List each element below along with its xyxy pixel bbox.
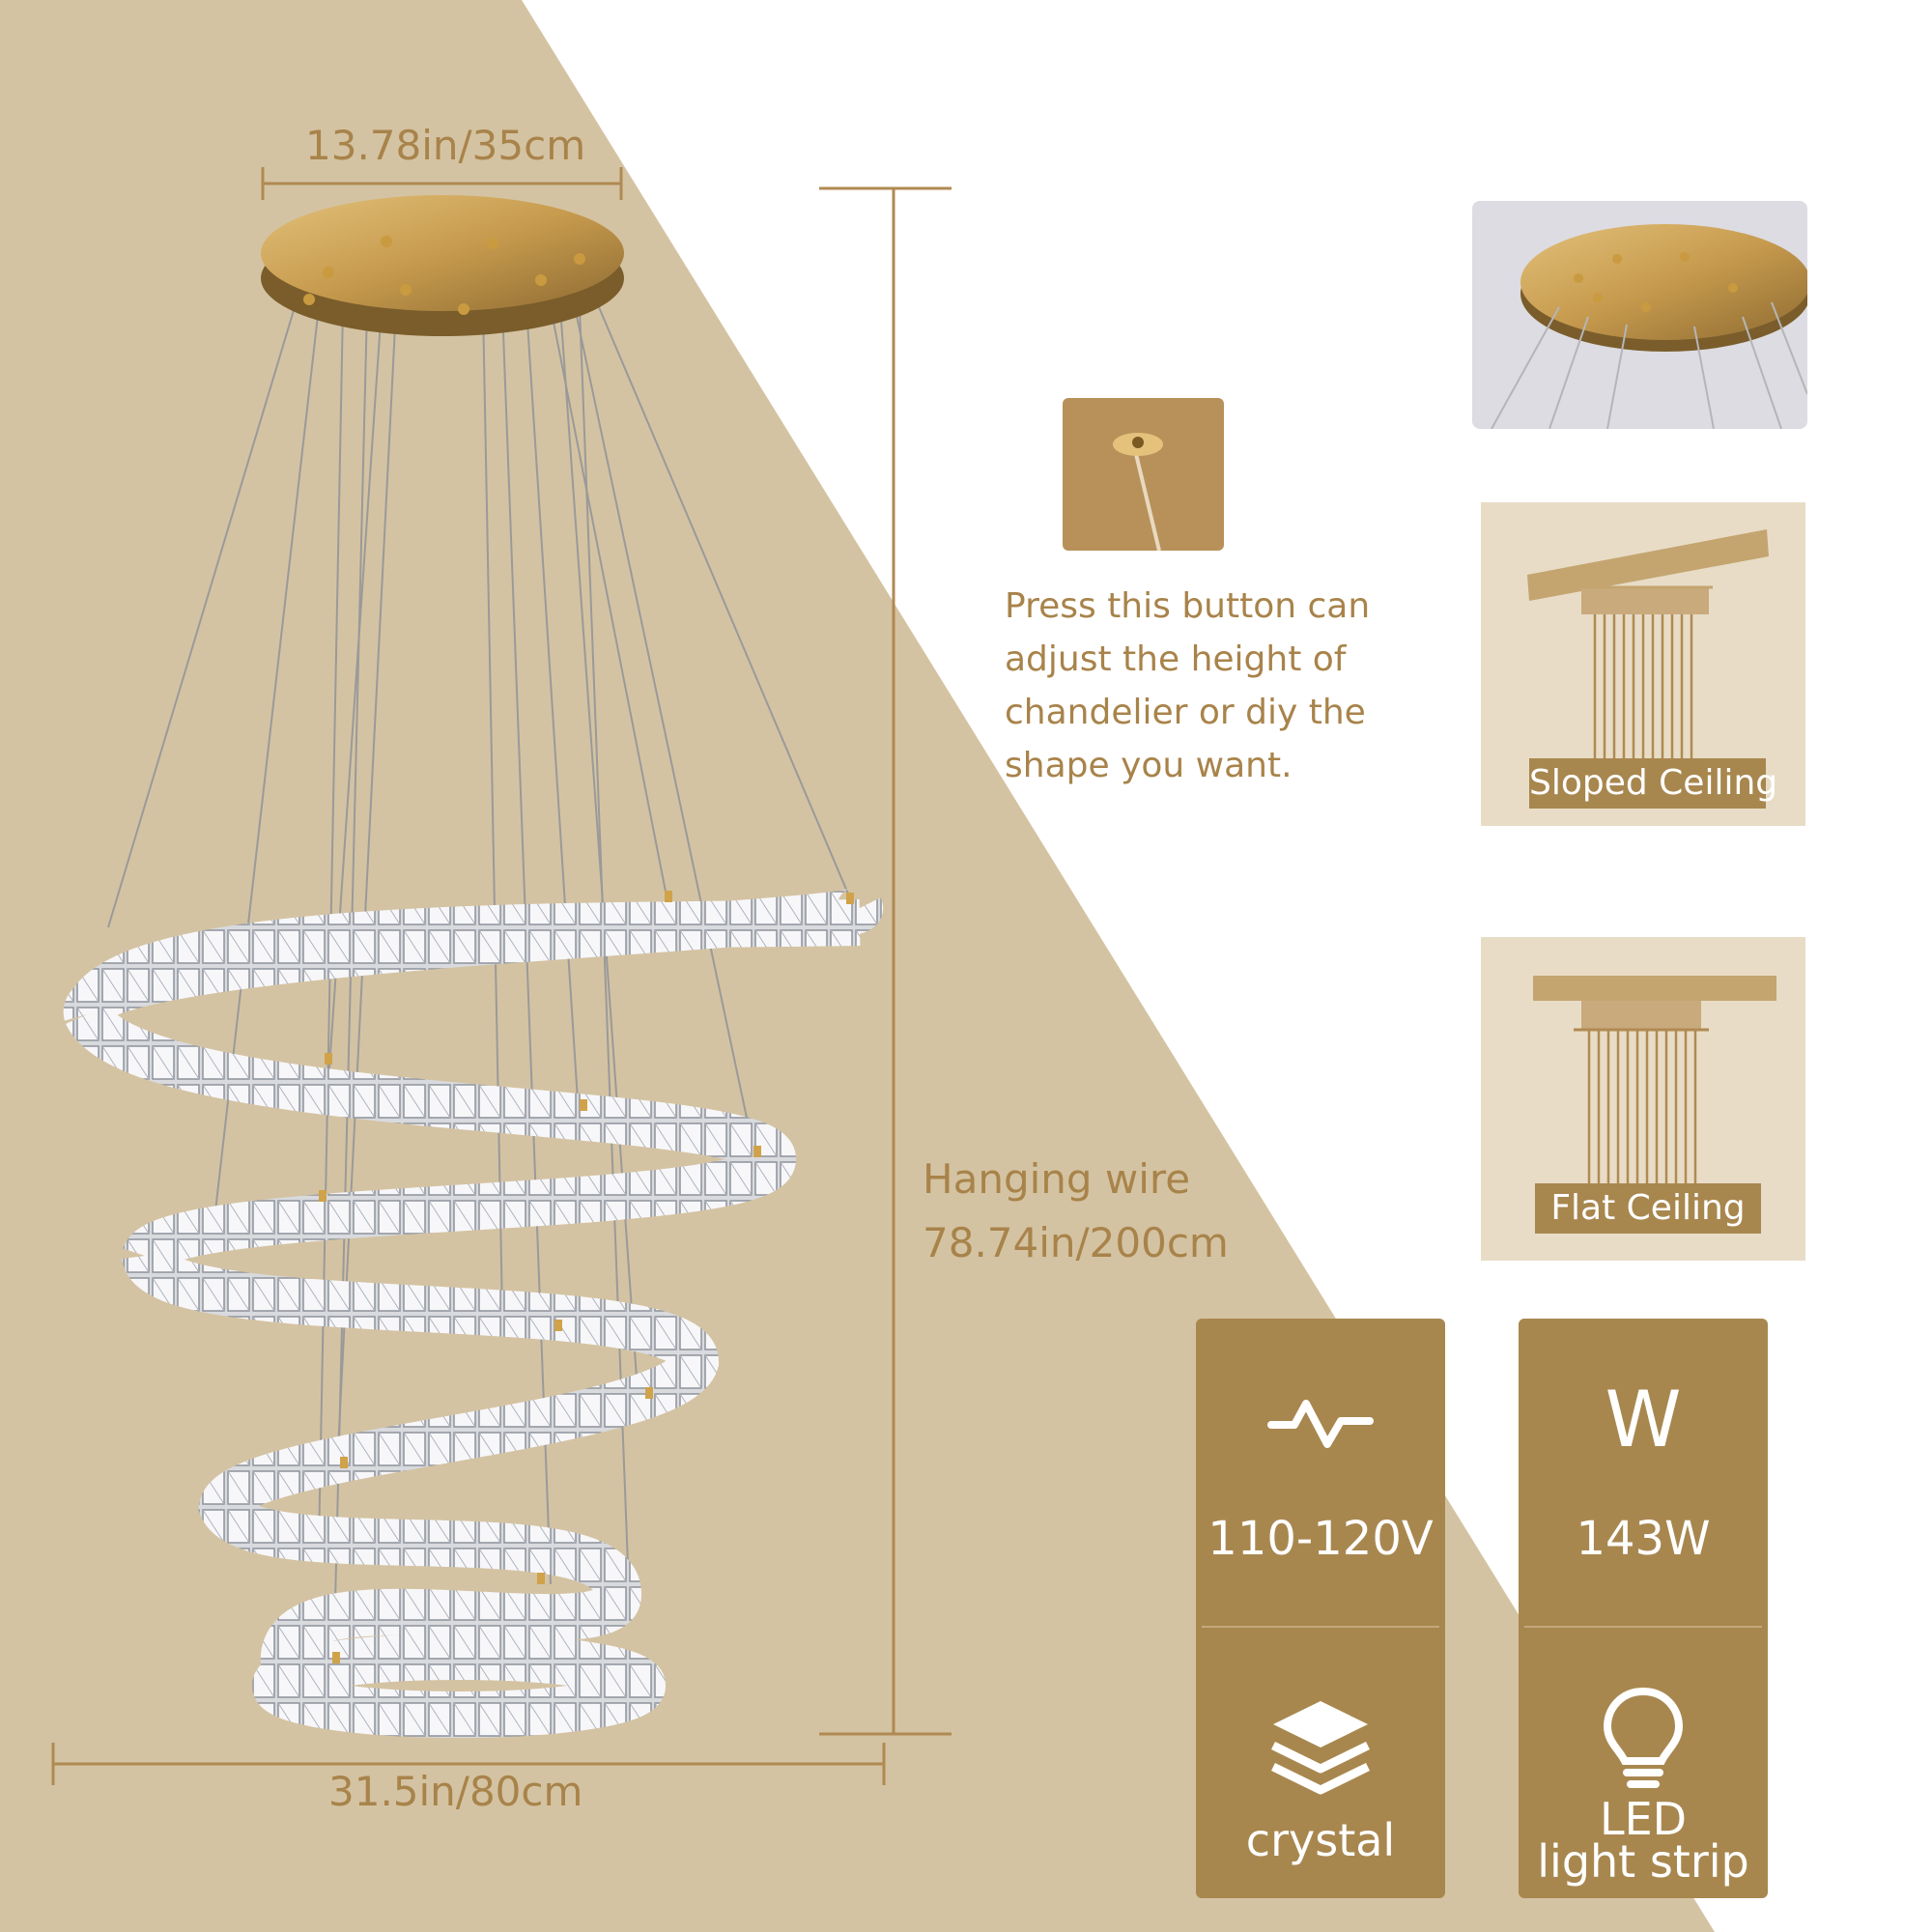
- led-label-line2: light strip: [1537, 1835, 1749, 1888]
- hanging-wire-label: Hanging wire 78.74in/200cm: [923, 1148, 1229, 1275]
- led-label-line1: LED: [1599, 1793, 1688, 1845]
- watt-icon: W: [1605, 1375, 1682, 1464]
- sloped-ceiling-card: Sloped Ceiling: [1481, 502, 1805, 826]
- spec-divider: [1524, 1626, 1762, 1628]
- voltage-value: 110-120V: [1208, 1512, 1434, 1566]
- voltage-wave-icon: [1196, 1388, 1445, 1456]
- bulb-icon: [1519, 1684, 1768, 1790]
- height-adjust-note: Press this button can adjust the height …: [1005, 586, 1371, 785]
- wattage-value: 143W: [1576, 1512, 1711, 1566]
- sloped-ceiling-label: Sloped Ceiling: [1529, 758, 1777, 809]
- layers-icon: [1196, 1693, 1445, 1800]
- canopy-width-label: 13.78in/35cm: [305, 122, 586, 169]
- led-label: LED light strip: [1519, 1793, 1768, 1888]
- hanging-wire-length: 78.74in/200cm: [923, 1219, 1229, 1266]
- crystal-label: crystal: [1245, 1814, 1396, 1866]
- canopy-closeup-image: [1472, 201, 1807, 429]
- flat-ceiling-icon: [1533, 976, 1776, 1183]
- spec-card-wattage: W 143W LED light strip: [1519, 1319, 1768, 1898]
- flat-ceiling-card: Flat Ceiling: [1481, 937, 1805, 1261]
- spec-divider: [1202, 1626, 1439, 1628]
- total-width-label: 31.5in/80cm: [328, 1768, 583, 1815]
- flat-ceiling-label: Flat Ceiling: [1535, 1183, 1761, 1234]
- height-adjust-button-image: [1063, 398, 1224, 551]
- hanging-wire-title: Hanging wire: [923, 1155, 1191, 1203]
- sloped-ceiling-icon: [1527, 529, 1769, 758]
- spec-card-voltage: 110-120V crystal: [1196, 1319, 1445, 1898]
